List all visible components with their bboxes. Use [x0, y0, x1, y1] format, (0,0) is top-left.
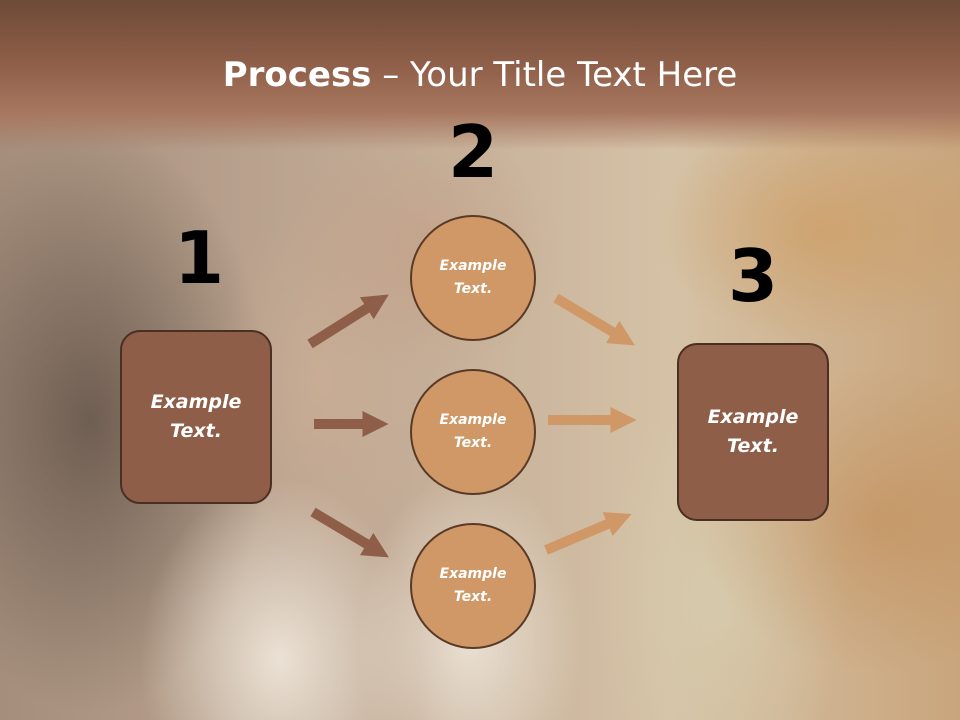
arrow-2-to-3-bottom: [544, 512, 632, 555]
arrow-1-to-2-top: [307, 294, 389, 349]
step-1-box: Example Text.: [120, 330, 272, 504]
step-2-circle-middle-text: Example Text.: [439, 412, 507, 451]
slide-title-rest: – Your Title Text Here: [371, 55, 738, 95]
step-3-number: 3: [727, 234, 779, 318]
title-banner: [0, 0, 960, 150]
step-2-circle-top-text: Example Text.: [439, 258, 507, 297]
step-3-box-text: Example Text.: [707, 406, 799, 457]
slide-title: Process – Your Title Text Here: [0, 52, 960, 98]
step-3-box: Example Text.: [677, 343, 829, 521]
slide-title-bold: Process: [222, 55, 372, 95]
step-1-box-text: Example Text.: [150, 391, 242, 442]
step-1-number: 1: [173, 216, 225, 300]
arrow-1-to-2-bottom: [310, 507, 389, 558]
step-2-circle-bottom: Example Text.: [410, 523, 536, 649]
step-2-circle-bottom-text: Example Text.: [439, 566, 507, 605]
arrow-2-to-3-top: [553, 293, 635, 346]
step-2-circle-top: Example Text.: [410, 215, 536, 341]
step-2-number: 2: [447, 110, 499, 194]
step-2-circle-middle: Example Text.: [410, 369, 536, 495]
